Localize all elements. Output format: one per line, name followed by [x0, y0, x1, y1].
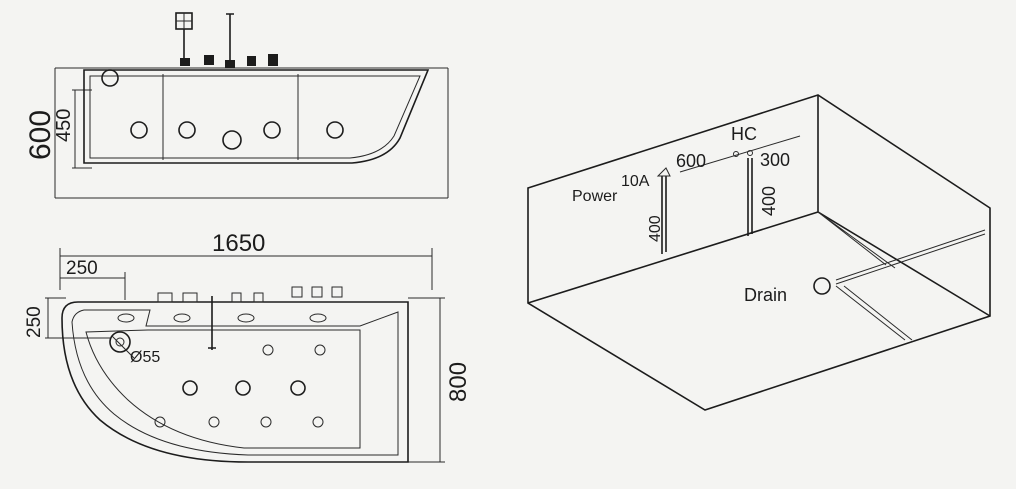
jet-circle	[178, 121, 196, 139]
drain-hole-circle	[109, 331, 131, 353]
control-button	[291, 286, 303, 298]
top-length-label: 1650	[212, 230, 265, 257]
hc-height-label: 400	[759, 186, 779, 216]
jet-circle	[208, 416, 220, 428]
offset-y-dimension-line	[45, 297, 110, 339]
control-knob	[204, 55, 214, 65]
tub-side-inner-rim	[89, 75, 421, 159]
drain-icon	[813, 277, 831, 295]
jet-circle	[101, 69, 119, 87]
top-offset-x-label: 250	[66, 258, 98, 279]
tub-side-panel-lines	[162, 74, 299, 160]
rim-fitting	[309, 313, 327, 323]
jet-circle	[326, 121, 344, 139]
power-socket-icon	[656, 167, 671, 177]
control-button	[253, 292, 264, 303]
room-view: Drain Power 10A 400 600 HC 300 400	[527, 94, 991, 411]
side-height-total: 600	[24, 110, 57, 160]
rim-fitting	[117, 313, 135, 323]
hc-distance-line	[679, 135, 801, 173]
floor-line	[835, 229, 986, 285]
floor-line	[835, 285, 913, 341]
jet-circle	[260, 416, 272, 428]
jet-circle	[154, 416, 166, 428]
jet-circle	[262, 344, 274, 356]
top-view: Ø55 1650 250 250 800	[24, 230, 472, 463]
tub-side-profile	[83, 69, 430, 164]
length-dimension-line	[59, 248, 433, 290]
control-button	[157, 292, 173, 303]
jet-circle	[222, 130, 242, 150]
control-button	[231, 292, 242, 303]
control-button	[182, 292, 198, 303]
hole-leader-line	[111, 335, 135, 359]
hc-pipe-line	[747, 158, 753, 236]
tub-top-basin	[85, 329, 361, 449]
offset-x-dimension-line	[60, 272, 126, 300]
room-outline	[527, 94, 991, 411]
drain-label: Drain	[744, 285, 787, 305]
inner-height-marker	[72, 89, 92, 169]
jet-circle	[182, 380, 198, 396]
power-line	[661, 176, 667, 254]
width-dimension-line	[408, 297, 445, 463]
tub-top-rim	[71, 309, 399, 456]
drain-hole-inner	[115, 337, 125, 347]
hc-pipe-point	[747, 150, 753, 156]
side-frame	[54, 67, 449, 199]
control-button	[311, 286, 323, 298]
hc-distance-label: 600	[676, 151, 706, 171]
side-view: 600 450	[24, 12, 449, 199]
jet-circle	[263, 121, 281, 139]
power-rating: 10A	[621, 173, 650, 190]
hole-diameter-label: Ø55	[130, 349, 160, 366]
top-width-label: 800	[445, 362, 472, 402]
hc-pipe-point	[733, 151, 739, 157]
top-offset-y-label: 250	[24, 306, 45, 338]
jet-circle	[130, 121, 148, 139]
rim-fitting	[173, 313, 191, 323]
hc-spacing-label: 300	[760, 150, 790, 170]
rim-fitting	[237, 313, 255, 323]
shower-head-grid	[176, 13, 192, 29]
power-height-label: 400	[647, 215, 664, 242]
power-label: Power	[572, 188, 618, 205]
control-knob	[225, 60, 235, 68]
faucet-spout	[183, 13, 234, 62]
control-knob	[247, 56, 256, 66]
tub-top-outline	[61, 301, 409, 463]
jet-circle	[314, 344, 326, 356]
side-height-inner: 450	[53, 109, 75, 142]
control-button	[331, 286, 343, 298]
hc-label: HC	[731, 124, 757, 144]
jet-circle	[235, 380, 251, 396]
control-knob	[180, 58, 190, 66]
jet-circle	[312, 416, 324, 428]
control-knob	[268, 54, 278, 66]
floor-guide	[817, 211, 896, 269]
faucet-top-icon	[208, 296, 216, 350]
jet-circle	[290, 380, 306, 396]
